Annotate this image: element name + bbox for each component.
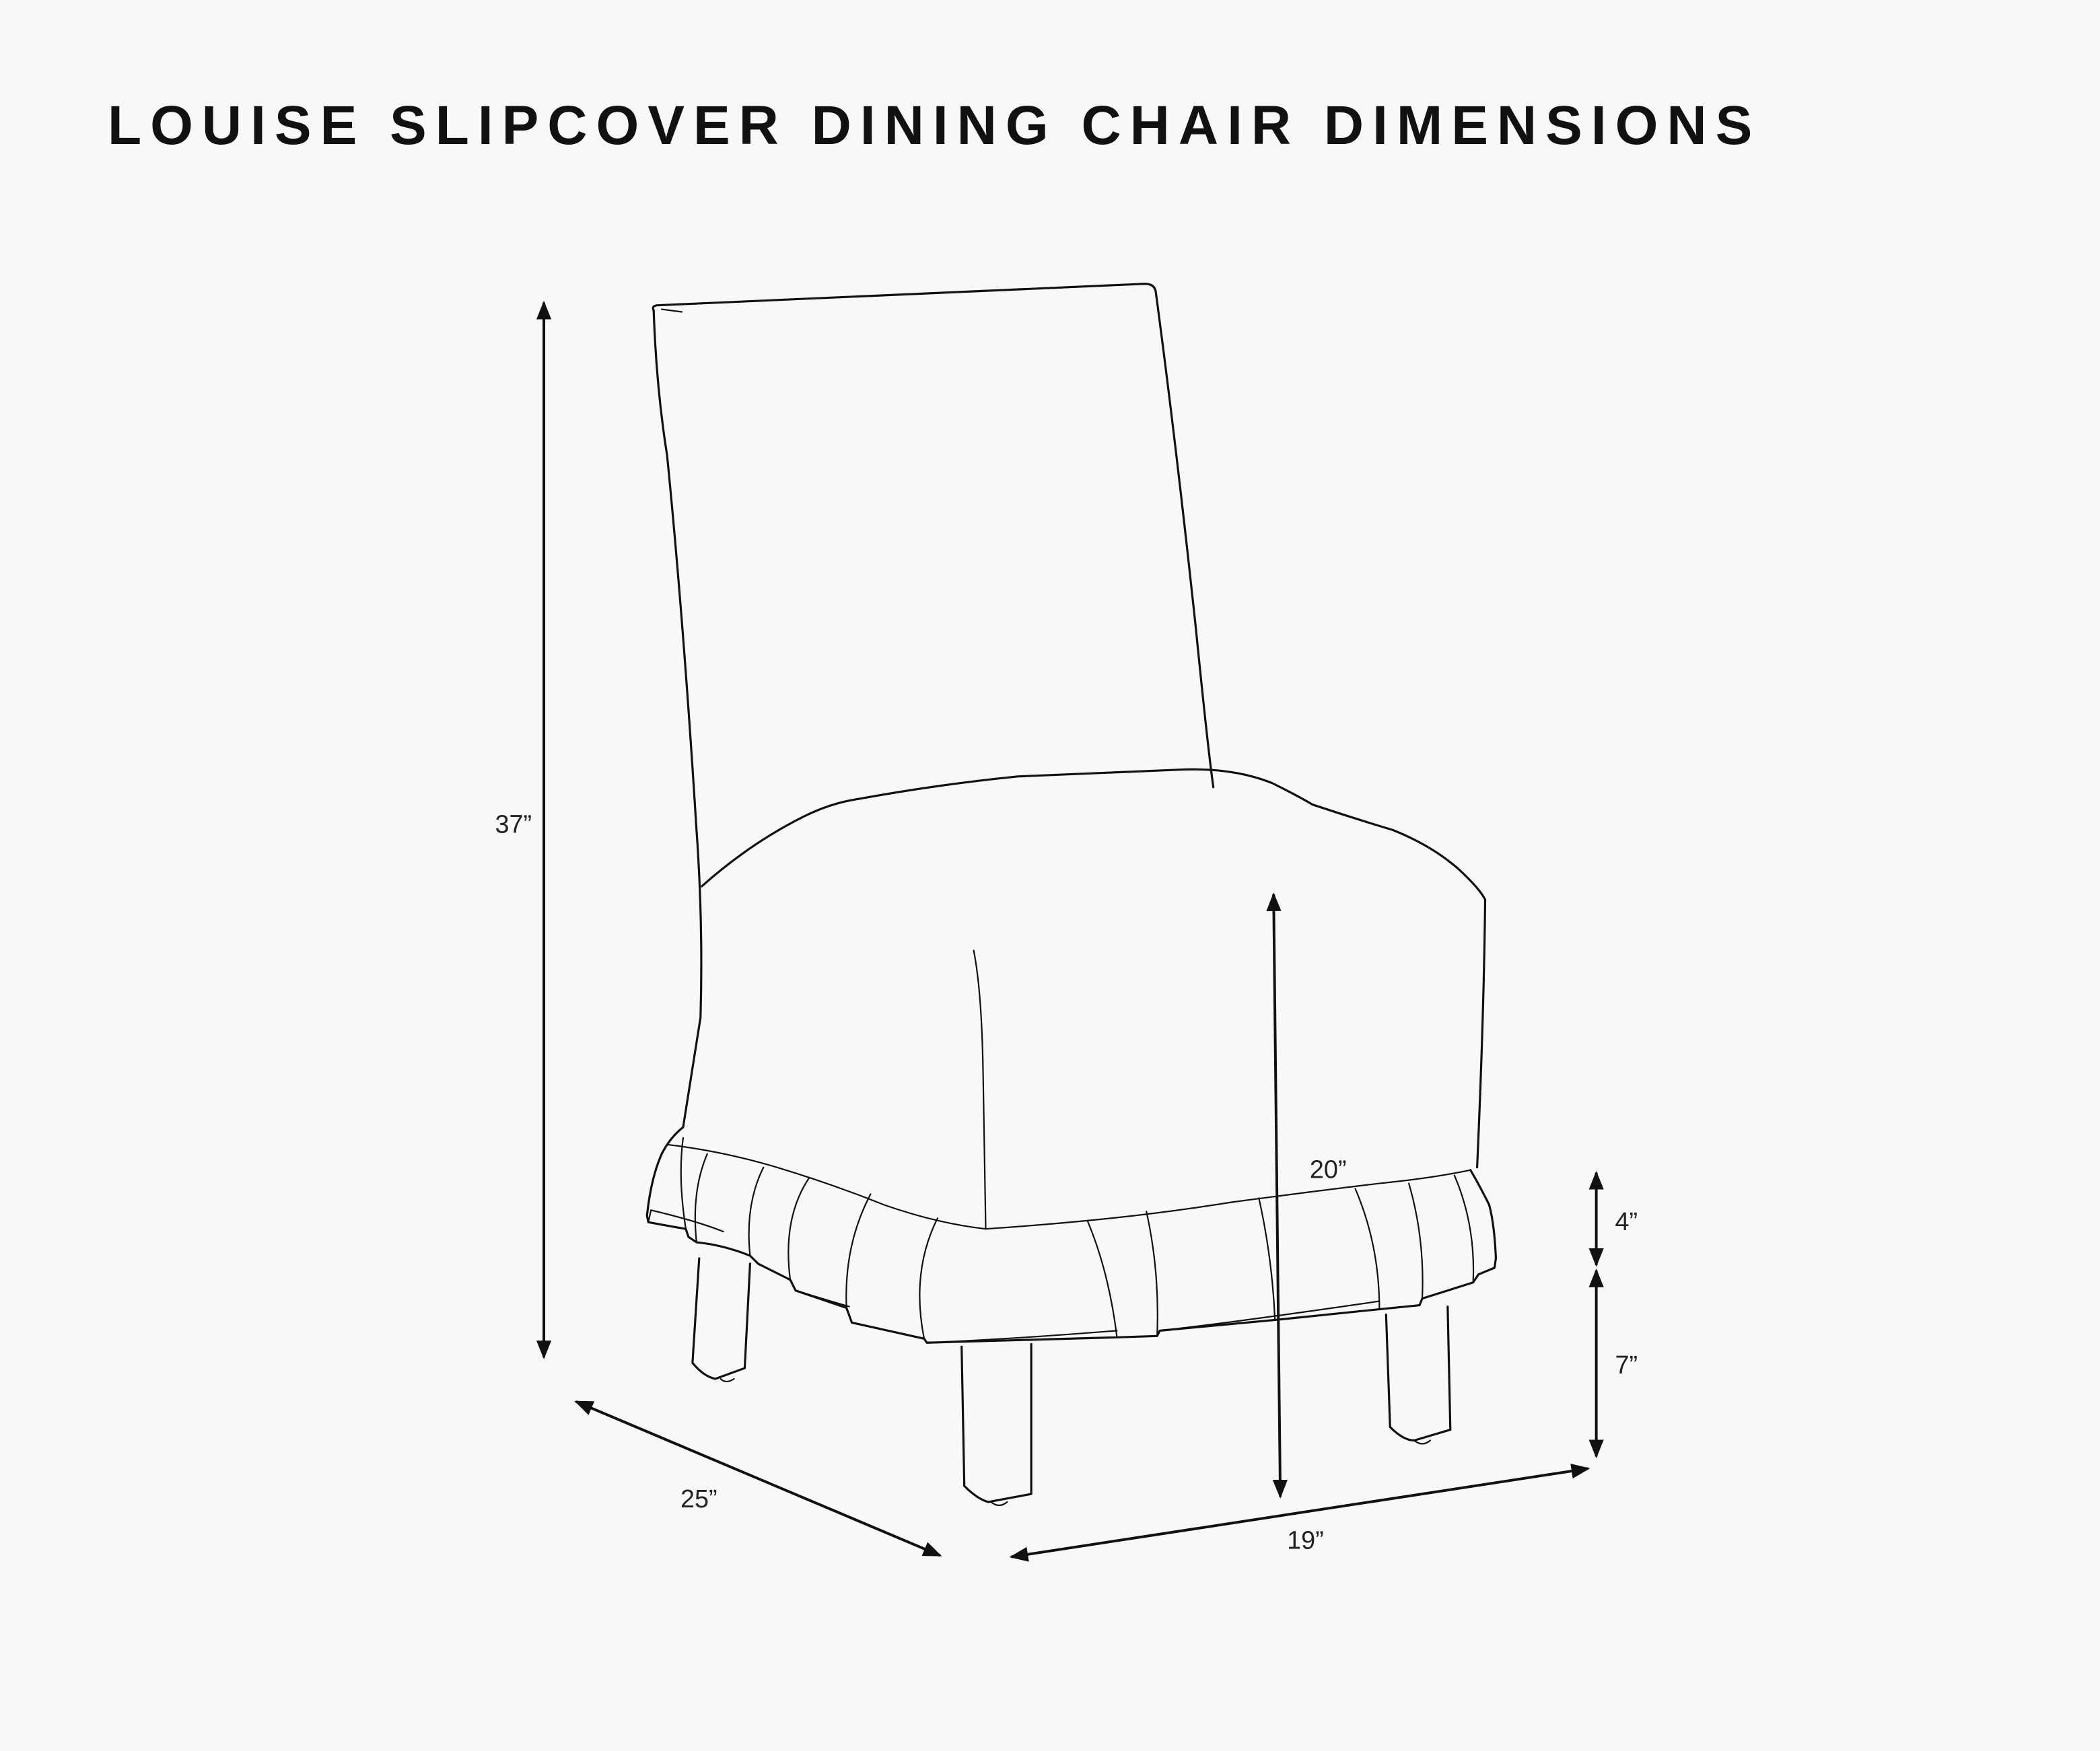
dimension-overall-height: 37” [495,300,552,1359]
chair-seat [701,768,1487,1230]
dimension-leg-height: 7” [1588,1268,1638,1459]
width-label: 19” [1287,1527,1324,1555]
depth-label: 25” [680,1485,718,1513]
chair-legs [691,1257,1452,1507]
overall-height-label: 37” [495,810,532,838]
leg-height-label: 7” [1615,1351,1638,1380]
dimension-seat-height: 20” [1266,892,1347,1499]
skirt-height-label: 4” [1615,1208,1638,1236]
seat-height-label: 20” [1310,1156,1347,1184]
dimension-depth: 25” [574,1400,942,1557]
page-title: LOUISE SLIPCOVER DINING CHAIR DIMENSIONS [108,95,1761,156]
dimension-skirt-height: 4” [1588,1170,1638,1267]
dimension-width: 19” [1009,1464,1590,1562]
chair-back [652,283,1215,1129]
ruffle-skirt [645,1126,1498,1344]
